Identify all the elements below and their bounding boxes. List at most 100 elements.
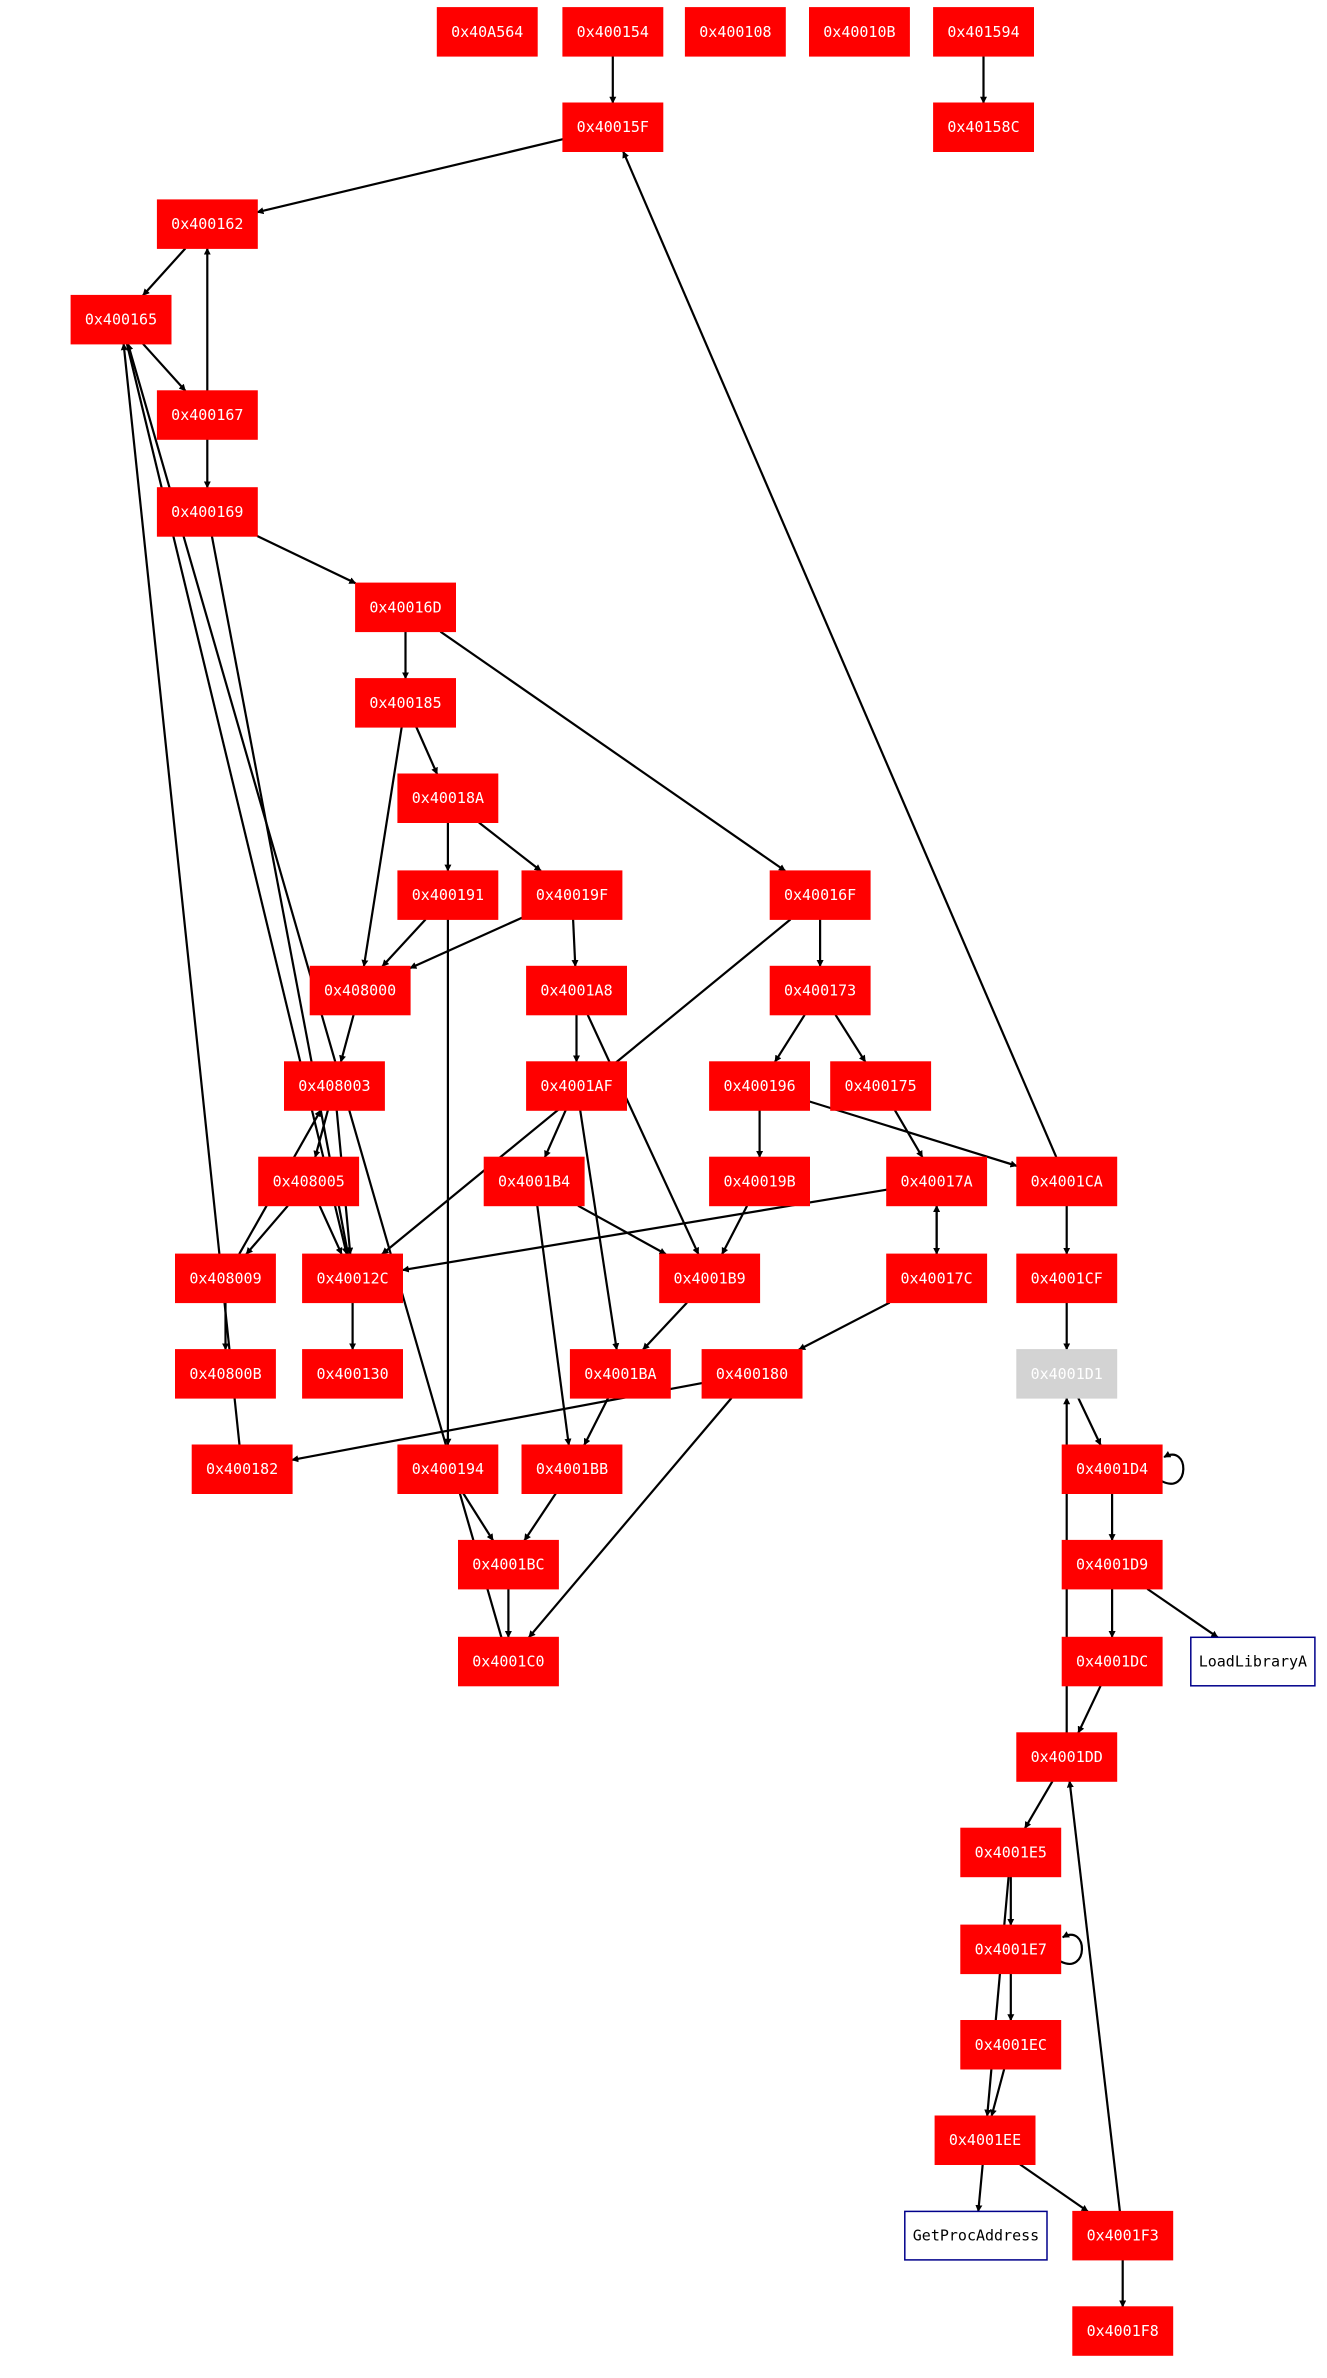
node-label: 0x4001E5 [975, 1843, 1047, 1861]
node-0x4001BA[interactable]: 0x4001BA [569, 1349, 671, 1399]
node-0x400180[interactable]: 0x400180 [701, 1349, 803, 1399]
node-0x40019F[interactable]: 0x40019F [521, 870, 623, 920]
node-0x408009[interactable]: 0x408009 [175, 1253, 276, 1304]
edge-4001B4-to-4001B9 [577, 1204, 667, 1256]
node-label: 0x4001BA [584, 1365, 656, 1383]
edge-400180-to-4001C0 [528, 1397, 733, 1639]
node-0x4001EE[interactable]: 0x4001EE [934, 2115, 1036, 2165]
node-0x4001F8[interactable]: 0x4001F8 [1072, 2306, 1174, 2356]
node-box [569, 1349, 671, 1399]
node-label: 0x4001CA [1031, 1172, 1103, 1190]
edge-4001B4-to-4001BB [536, 1205, 572, 1446]
edge-4001D4-to-4001D4 [1161, 1451, 1185, 1485]
edge-4001EE-to-4001F3 [1019, 2163, 1089, 2213]
node-0x400194[interactable]: 0x400194 [397, 1444, 499, 1494]
node-box [191, 1444, 293, 1494]
node-0x400182[interactable]: 0x400182 [191, 1444, 293, 1494]
node-0x4001F3[interactable]: 0x4001F3 [1072, 2210, 1174, 2261]
node-box [1061, 1636, 1163, 1687]
node-0x40018A[interactable]: 0x40018A [397, 773, 499, 823]
edge-400194-to-4001BC [462, 1492, 494, 1541]
node-0x4001D9[interactable]: 0x4001D9 [1061, 1539, 1163, 1590]
node-0x4001DD[interactable]: 0x4001DD [1016, 1732, 1118, 1782]
node-box [830, 1061, 932, 1111]
edge-4001D9-to-LoadLibraryA [1146, 1587, 1219, 1639]
node-label: 0x40019B [723, 1172, 795, 1190]
node-label: 0x4001B4 [498, 1172, 570, 1190]
node-0x40158C[interactable]: 0x40158C [933, 102, 1034, 152]
edge-408005-to-408009 [245, 1204, 289, 1255]
node-0x400173[interactable]: 0x400173 [769, 965, 871, 1016]
node-0x4001D4[interactable]: 0x4001D4 [1061, 1444, 1163, 1494]
node-0x400169[interactable]: 0x400169 [156, 487, 258, 537]
node-box [1190, 1636, 1316, 1687]
node-0x400165[interactable]: 0x400165 [70, 294, 172, 345]
node-box [302, 1253, 404, 1304]
node-0x40016F[interactable]: 0x40016F [769, 870, 871, 920]
node-0x40012C[interactable]: 0x40012C [302, 1253, 404, 1304]
edge-4001DD-to-4001E5 [1024, 1780, 1054, 1829]
node-0x4001B9[interactable]: 0x4001B9 [659, 1253, 761, 1304]
node-label: 0x40016D [369, 598, 441, 616]
node-0x4001BC[interactable]: 0x4001BC [458, 1539, 559, 1590]
node-box [1016, 1253, 1118, 1304]
edge-4001BA-to-4001BB [583, 1397, 610, 1446]
node-0x4001E7[interactable]: 0x4001E7 [960, 1924, 1062, 1975]
node-0x40015F[interactable]: 0x40015F [562, 102, 664, 152]
node-GetProcAddress[interactable]: GetProcAddress [904, 2210, 1048, 2261]
node-0x4001D1[interactable]: 0x4001D1 [1016, 1349, 1118, 1399]
edge-400196-to-4001CA [809, 1100, 1018, 1168]
node-0x400162[interactable]: 0x400162 [156, 199, 258, 249]
node-box [809, 7, 910, 57]
node-0x4001CF[interactable]: 0x4001CF [1016, 1253, 1118, 1304]
node-0x400167[interactable]: 0x400167 [156, 390, 258, 440]
edge-408003-to-408005 [313, 1109, 329, 1158]
edge-408000-to-408003 [339, 1014, 355, 1063]
node-0x40017C[interactable]: 0x40017C [886, 1253, 988, 1304]
node-box [302, 1349, 404, 1399]
node-0x400196[interactable]: 0x400196 [709, 1061, 810, 1111]
node-box [309, 965, 411, 1016]
node-0x40A564[interactable]: 0x40A564 [436, 7, 538, 57]
node-0x4001DC[interactable]: 0x4001DC [1061, 1636, 1163, 1687]
node-label: 0x400167 [171, 406, 243, 424]
node-0x4001E5[interactable]: 0x4001E5 [960, 1827, 1062, 1878]
edge-40017C-to-400180 [798, 1301, 891, 1351]
node-label: 0x400162 [171, 215, 243, 233]
node-0x408005[interactable]: 0x408005 [258, 1156, 360, 1207]
node-0x401594[interactable]: 0x401594 [933, 7, 1034, 57]
node-box [355, 582, 457, 633]
node-label: LoadLibraryA [1199, 1653, 1307, 1671]
node-box [562, 7, 664, 57]
node-box [436, 7, 538, 57]
node-0x408003[interactable]: 0x408003 [284, 1061, 385, 1111]
node-box [1072, 2210, 1174, 2261]
node-0x40017A[interactable]: 0x40017A [886, 1156, 988, 1207]
node-label: 0x40012C [316, 1269, 388, 1287]
node-0x40016D[interactable]: 0x40016D [355, 582, 457, 633]
node-0x40010B[interactable]: 0x40010B [809, 7, 910, 57]
node-0x40019B[interactable]: 0x40019B [709, 1156, 810, 1207]
node-0x4001CA[interactable]: 0x4001CA [1016, 1156, 1118, 1207]
edge-40015F-to-400162 [256, 138, 564, 215]
node-0x4001C0[interactable]: 0x4001C0 [458, 1636, 559, 1687]
node-0x408000[interactable]: 0x408000 [309, 965, 411, 1016]
node-0x400154[interactable]: 0x400154 [562, 7, 664, 57]
node-0x4001AF[interactable]: 0x4001AF [526, 1061, 627, 1111]
node-box [709, 1156, 810, 1207]
node-0x40800B[interactable]: 0x40800B [175, 1349, 276, 1399]
node-0x400185[interactable]: 0x400185 [355, 678, 457, 728]
edge-408005-to-40012C [318, 1205, 343, 1255]
node-0x400175[interactable]: 0x400175 [830, 1061, 932, 1111]
node-0x4001EC[interactable]: 0x4001EC [960, 2020, 1062, 2070]
node-0x4001B4[interactable]: 0x4001B4 [483, 1156, 585, 1207]
node-0x4001A8[interactable]: 0x4001A8 [526, 965, 627, 1016]
node-0x400108[interactable]: 0x400108 [684, 7, 786, 57]
node-label: 0x408005 [273, 1172, 345, 1190]
node-label: 0x400130 [316, 1365, 388, 1383]
node-0x400191[interactable]: 0x400191 [397, 870, 499, 920]
node-0x400130[interactable]: 0x400130 [302, 1349, 404, 1399]
node-0x4001BB[interactable]: 0x4001BB [521, 1444, 623, 1494]
node-LoadLibraryA[interactable]: LoadLibraryA [1190, 1636, 1316, 1687]
node-box [960, 2020, 1062, 2070]
